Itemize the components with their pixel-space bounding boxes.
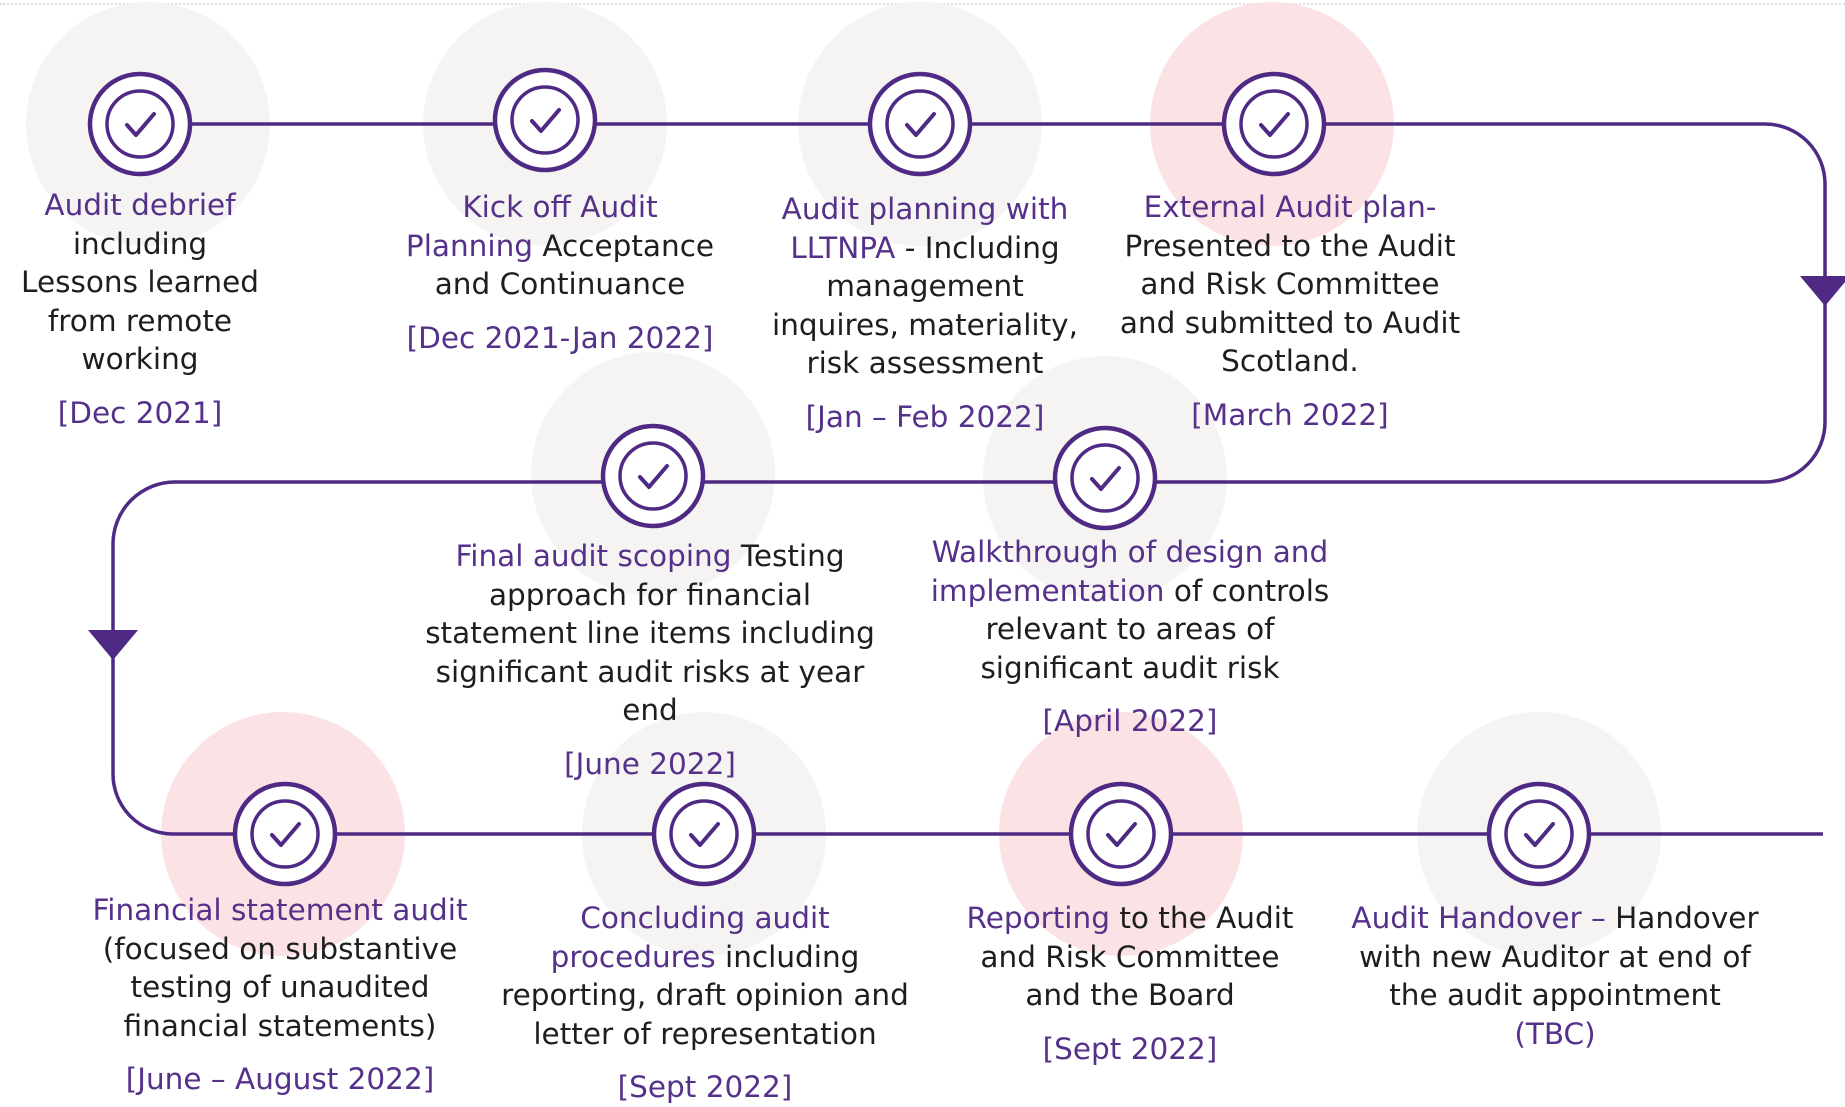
- step-date: [June 2022]: [564, 746, 736, 781]
- step-title: Walkthrough of design and implementation: [930, 535, 1329, 608]
- down-arrow-left: [88, 630, 138, 660]
- step-date: [Sept 2022]: [617, 1070, 793, 1104]
- check-circle-icon: [600, 423, 706, 529]
- step-title: External Audit plan-: [1143, 190, 1437, 224]
- step-date: [Dec 2021-Jan 2022]: [406, 320, 714, 355]
- step-description: (focused on substantive testing of unaud…: [102, 931, 458, 1043]
- step-description: Handover with new Auditor at end of the …: [1359, 901, 1759, 1012]
- step-date: [March 2022]: [1191, 397, 1389, 432]
- step-description: including reporting, draft opinion and l…: [501, 939, 909, 1051]
- step-audit-handover: Audit Handover – Handover with new Audit…: [1350, 899, 1760, 1053]
- step-description: to the Audit and Risk Committee and the …: [980, 901, 1294, 1012]
- step-description: including Lessons learned from remote wo…: [21, 226, 259, 377]
- step-title: Kick off Audit Planning: [405, 190, 658, 263]
- check-circle-icon: [1486, 781, 1592, 887]
- down-arrow-right: [1800, 276, 1845, 306]
- step-date: [Sept 2022]: [1042, 1031, 1218, 1066]
- step-title: Audit Handover –: [1351, 901, 1606, 935]
- step-description: of controls relevant to areas of signifi…: [980, 573, 1330, 685]
- check-circle-icon: [1068, 781, 1174, 887]
- step-concluding-audit-procedures: Concluding audit procedures including re…: [495, 899, 915, 1107]
- step-reporting: Reporting to the Audit and Risk Committe…: [955, 899, 1305, 1068]
- timeline-path: [111, 122, 1827, 836]
- step-walkthrough-of-design: Walkthrough of design and implementation…: [920, 533, 1340, 741]
- step-description: Presented to the Audit and Risk Committe…: [1119, 228, 1461, 379]
- step-description: Testing approach for financial statement…: [425, 539, 875, 727]
- step-title: Concluding audit procedures: [550, 901, 830, 974]
- step-kick-off-audit-planning: Kick off Audit Planning Acceptance and C…: [395, 188, 725, 357]
- step-description: - Including management inquires, materia…: [772, 230, 1078, 381]
- check-circle-icon: [1052, 425, 1158, 531]
- step-date: [June – August 2022]: [125, 1062, 435, 1096]
- check-circle-icon: [492, 67, 598, 173]
- check-circle-icon: [1221, 71, 1327, 177]
- step-financial-statement-audit: Financial statement audit (focused on su…: [80, 891, 480, 1099]
- step-title: Audit planning with LLTNPA: [781, 192, 1069, 265]
- step-audit-debrief: Audit debrief including Lessons learned …: [10, 186, 270, 432]
- check-circle-icon: [232, 781, 338, 887]
- step-title: Final audit scoping: [455, 539, 732, 573]
- step-date: [April 2022]: [1042, 704, 1218, 738]
- step-final-audit-scoping: Final audit scoping Testing approach for…: [410, 537, 890, 783]
- check-circle-icon: [651, 781, 757, 887]
- step-description: Acceptance and Continuance: [434, 228, 715, 302]
- step-date: [Dec 2021]: [57, 395, 223, 430]
- step-audit-planning-with-lltnpa: Audit planning with LLTNPA - Including m…: [760, 190, 1090, 436]
- step-external-audit-plan: External Audit plan- Presented to the Au…: [1115, 188, 1465, 434]
- check-circle-icon: [867, 71, 973, 177]
- step-title: Reporting: [966, 901, 1110, 935]
- step-date: [Jan – Feb 2022]: [805, 399, 1045, 434]
- step-date-tbc: (TBC): [1514, 1016, 1596, 1051]
- step-title: Audit debrief: [44, 188, 236, 222]
- step-title: Financial statement audit: [92, 893, 468, 927]
- check-circle-icon: [87, 71, 193, 177]
